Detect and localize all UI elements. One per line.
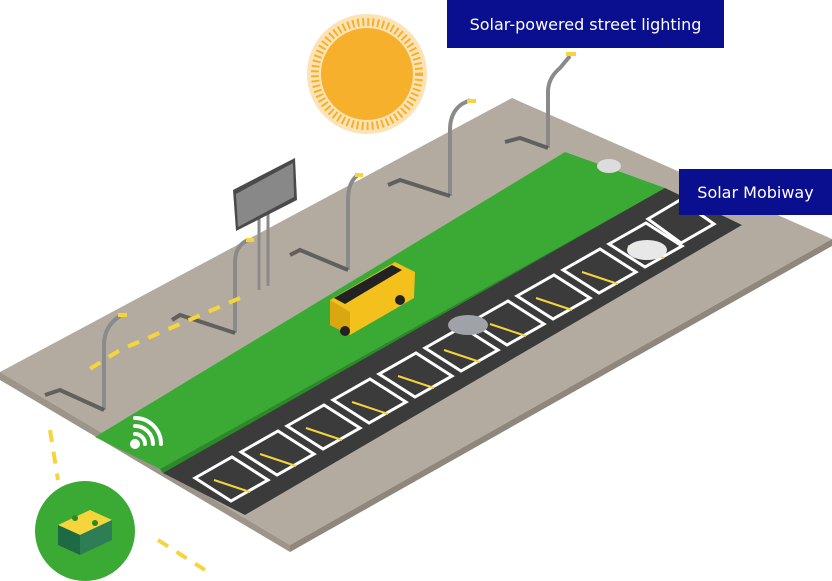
pole-shadows — [44, 135, 549, 412]
street-lights — [102, 54, 572, 410]
cable-dash — [48, 296, 241, 572]
car-icon — [448, 159, 667, 335]
solar-street-lighting-label: Solar-powered street lighting — [447, 0, 724, 48]
bus-icon — [330, 262, 415, 336]
sidewalk-edge — [290, 239, 832, 552]
sidewalk-edge-left — [0, 372, 290, 552]
parking-asphalt — [163, 188, 742, 515]
street-light-heads — [118, 52, 576, 317]
billboard-icon — [233, 158, 297, 290]
wireless-signal-icon — [130, 416, 163, 449]
parking-stalls — [192, 198, 717, 503]
solar-mobiway-label: Solar Mobiway — [679, 169, 832, 215]
sun-icon — [307, 14, 427, 134]
battery-icon — [35, 481, 135, 581]
